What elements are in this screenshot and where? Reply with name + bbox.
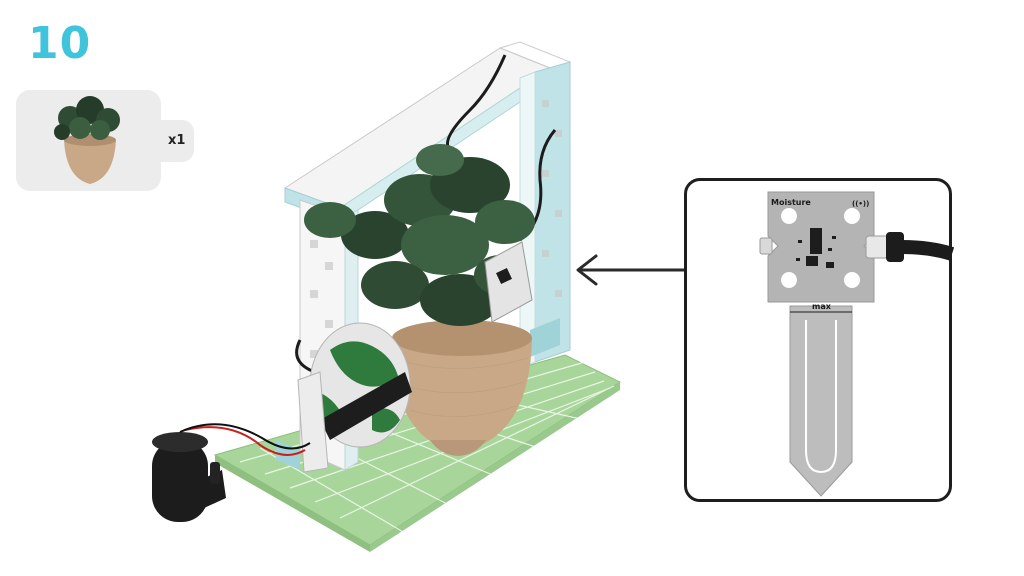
controller-board [484, 241, 533, 323]
sensor-max-label: max [812, 302, 831, 311]
moisture-sensor-probe [789, 305, 853, 497]
water-pump [152, 423, 311, 522]
sensor-connector-cable [865, 232, 955, 262]
signal-icon: ((•)) [852, 200, 870, 208]
moisture-sensor-board [759, 191, 875, 303]
display-module [297, 322, 412, 473]
potted-plant-icon [54, 96, 120, 184]
plant-pot [392, 320, 532, 456]
part-quantity: x1 [168, 133, 186, 148]
arrow-left-icon [576, 254, 686, 286]
sensor-label: Moisture [771, 198, 811, 207]
step-number: 10 [28, 18, 92, 69]
parts-quantity-tab [150, 120, 194, 162]
